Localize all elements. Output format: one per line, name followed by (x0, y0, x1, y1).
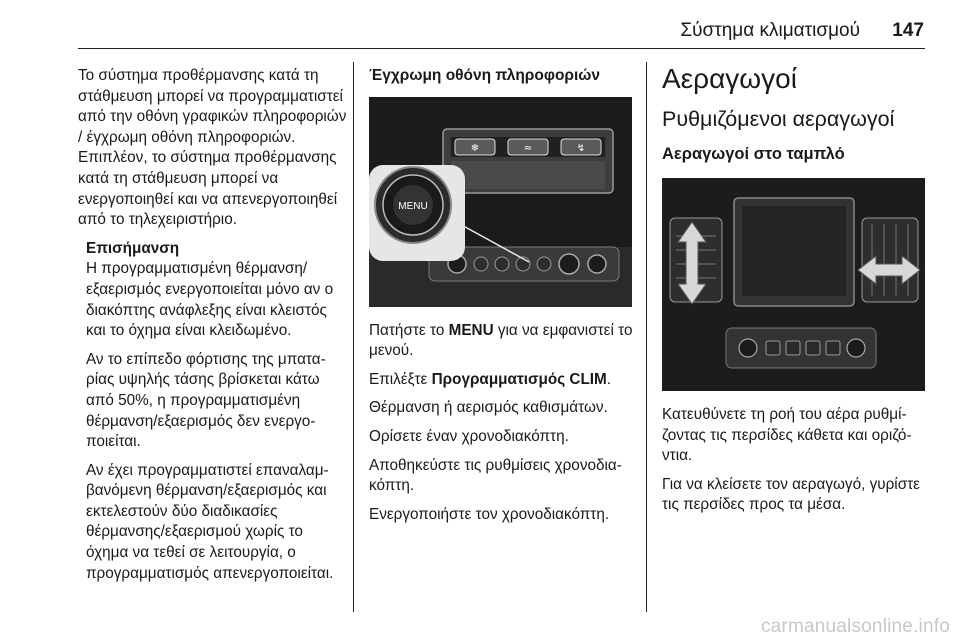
instruction-direct-airflow: Κατευθύνετε τη ροή του αέρα ρυθμί­ζοντας… (662, 406, 912, 465)
column-middle: Έγχρωμη οθόνη πληροφοριών ❄ ≈ ↯ MENU Πατ… (369, 66, 639, 533)
page-header: Σύστημα κλιματισμού 147 (0, 0, 960, 60)
svg-text:↯: ↯ (577, 143, 585, 154)
instruction-save-timer: Αποθηκεύστε τις ρυθμίσεις χρονοδια­κόπτη… (369, 456, 622, 495)
column-divider-1 (353, 62, 354, 612)
instruction-seat-heating: Θέρμανση ή αερισμός καθισμάτων. (369, 399, 608, 417)
note-paragraph-3: Αν έχει προγραμματιστεί επαναλαμ­βανόμεν… (86, 461, 334, 582)
note-title: Επισήμανση (86, 239, 180, 257)
intro-paragraph: Το σύστημα προθέρμανσης κατά τη στάθμευσ… (78, 67, 347, 229)
dashboard-vents-illustration (662, 178, 925, 391)
instruction-set-timer: Ορίσετε έναν χρονοδιακόπτη. (369, 427, 569, 445)
menu-knob-label: MENU (398, 201, 427, 212)
column-left: Το σύστημα προθέρμανσης κατά τη στάθμευσ… (78, 66, 348, 592)
section-heading-color-display: Έγχρωμη οθόνη πληροφοριών (369, 67, 601, 84)
page-number: 147 (892, 20, 924, 41)
header-rule (78, 48, 925, 49)
note-paragraph-1: Η προγραμματισμένη θέρμανση/ εξαερισμός … (86, 260, 334, 340)
instruction-activate-timer: Ενεργοποιήστε τον χρονοδιακόπτη. (369, 505, 610, 523)
instruction-close-vent: Για να κλείσετε τον αεραγωγό, γυρίστε τι… (662, 475, 920, 514)
section-title-vents: Αεραγωγοί (662, 63, 797, 94)
subsection-title-adjustable-vents: Ρυθμιζόμενοι αεραγωγοί (662, 107, 895, 131)
note-paragraph-2: Αν το επίπεδο φόρτισης της μπατα­ρίας υψ… (86, 350, 326, 451)
column-divider-2 (646, 62, 647, 612)
note-block: Επισήμανση Η προγραμματισμένη θέρμανση/ … (86, 239, 348, 585)
instruction-press-menu: Πατήστε το MENU για να εμφανιστεί το μεν… (369, 321, 633, 360)
chapter-title: Σύστημα κλιματισμού (680, 20, 860, 41)
column-right: Αεραγωγοί Ρυθμιζόμενοι αεραγωγοί Αεραγωγ… (662, 64, 928, 524)
svg-text:≈: ≈ (524, 143, 532, 154)
climate-panel-illustration: ❄ ≈ ↯ MENU (369, 96, 632, 307)
watermark: carmanualsonline.info (760, 616, 950, 637)
subsection-title-dashboard-vents: Αεραγωγοί στο ταμπλό (662, 145, 845, 163)
instruction-select: Επιλέξτε Προγραμματισμός CLIM. (369, 370, 612, 388)
svg-text:❄: ❄ (471, 143, 479, 154)
